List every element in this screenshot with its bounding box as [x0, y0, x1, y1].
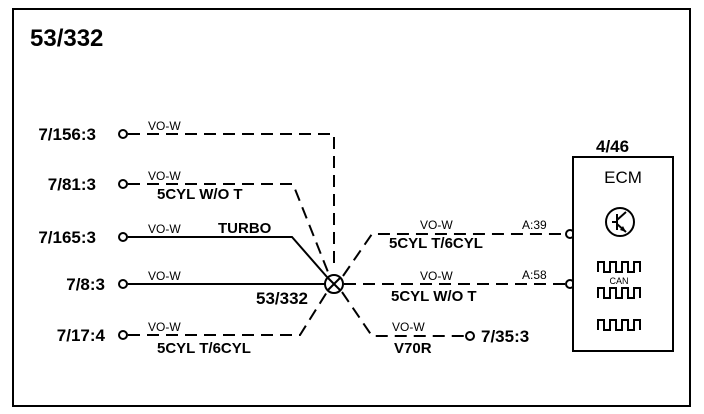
can-label: CAN — [609, 276, 628, 286]
wire-7-156-3 — [128, 133, 335, 270]
variant-label: 5CYL W/O T — [157, 186, 243, 203]
connector-label-7-156-3: 7/156:3 — [38, 125, 96, 144]
transistor-icon — [605, 207, 635, 237]
wire-7-165-3 — [128, 236, 328, 278]
can-bus-icon: CAN — [597, 276, 641, 299]
square-wave-icon — [597, 319, 641, 331]
connector-terminal[interactable] — [118, 179, 128, 189]
wire-color-label: VO-W — [148, 320, 181, 334]
connector-label-7-81-3: 7/81:3 — [48, 175, 96, 194]
wire-color-label: VO-W — [392, 320, 425, 334]
pin-label-a58: A:58 — [522, 268, 547, 282]
variant-label: V70R — [394, 340, 432, 357]
variant-label: 5CYL T/6CYL — [389, 235, 483, 252]
variant-label: 5CYL W/O T — [391, 288, 477, 305]
wire-color-label: VO-W — [148, 119, 181, 133]
wire-color-label: VO-W — [148, 222, 181, 236]
wire-color-label: VO-W — [420, 269, 453, 283]
ecm-id-label: 4/46 — [596, 137, 629, 156]
splice-icon — [324, 274, 344, 294]
splice-label: 53/332 — [256, 289, 308, 308]
diagram-frame — [12, 8, 691, 407]
wire-color-label: VO-W — [148, 269, 181, 283]
connector-label-7-8-3: 7/8:3 — [66, 275, 105, 294]
wire-color-label: VO-W — [148, 169, 181, 183]
connector-terminal[interactable] — [118, 330, 128, 340]
ecm-name-label: ECM — [604, 168, 642, 187]
connector-terminal[interactable] — [118, 232, 128, 242]
connector-terminal[interactable] — [465, 331, 475, 341]
wire-to-a39 — [342, 233, 566, 277]
connector-label-7-35-3: 7/35:3 — [481, 327, 529, 346]
connector-terminal[interactable] — [118, 129, 128, 139]
pin-label-a39: A:39 — [522, 218, 547, 232]
variant-label: 5CYL T/6CYL — [157, 340, 251, 357]
wire-to-7-35-3 — [341, 291, 465, 337]
wire-7-17-4 — [128, 291, 328, 336]
connector-terminal[interactable] — [118, 279, 128, 289]
diagram-title: 53/332 — [30, 25, 103, 52]
ecm-box[interactable] — [572, 156, 674, 352]
connector-label-7-165-3: 7/165:3 — [38, 228, 96, 247]
connector-label-7-17-4: 7/17:4 — [57, 326, 106, 345]
square-wave-icon — [597, 261, 641, 273]
wire-color-label: VO-W — [420, 218, 453, 232]
variant-label: TURBO — [218, 220, 272, 237]
wire-7-81-3 — [128, 183, 329, 273]
